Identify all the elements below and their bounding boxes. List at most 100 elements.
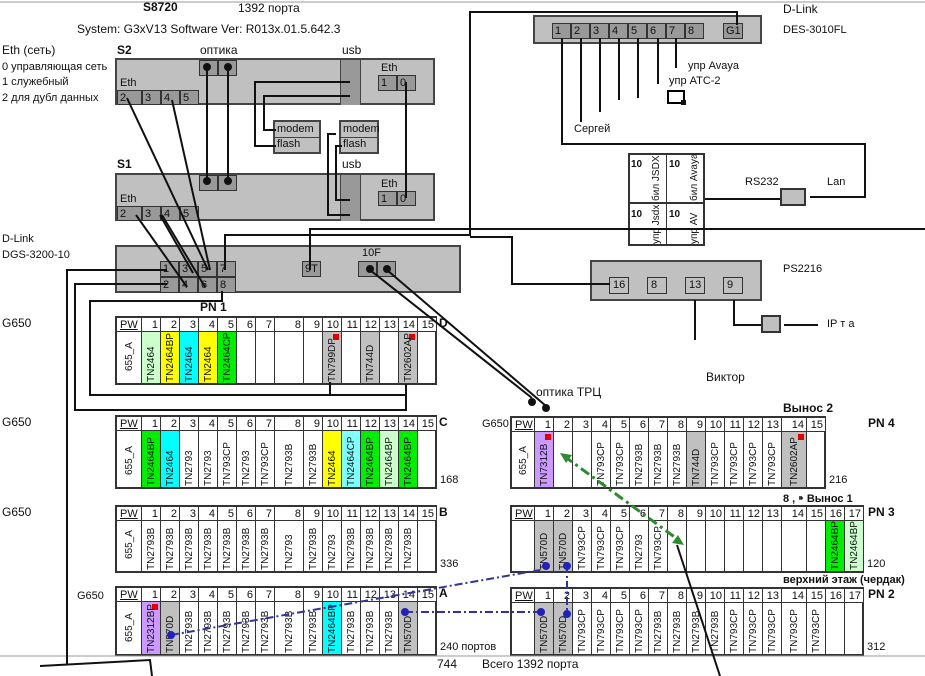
eth-port[interactable]: 1 [378, 75, 397, 91]
card-slot[interactable]: 7 [256, 318, 275, 383]
eth-port[interactable]: 5 [180, 90, 199, 105]
card-slot[interactable]: 14 [782, 507, 807, 571]
des-port[interactable]: 8 [685, 23, 704, 39]
des-port[interactable]: 4 [609, 23, 628, 39]
dgs-port[interactable]: 8 [217, 277, 236, 293]
eth-port[interactable]: 0 [397, 191, 416, 206]
des-port[interactable]: 1 [552, 23, 571, 39]
eth-port[interactable]: 2 [117, 206, 142, 221]
ps-port[interactable]: 13 [685, 277, 705, 294]
des-port[interactable]: 6 [647, 23, 666, 39]
dgs-port[interactable]: 5 [198, 261, 217, 277]
optic-port[interactable] [218, 175, 237, 191]
card-slot[interactable]: 3 [573, 418, 592, 487]
optic-port[interactable] [377, 261, 396, 277]
card-slot[interactable]: 2 [554, 418, 573, 487]
card-slot[interactable]: 6 [237, 318, 256, 383]
card-slot[interactable]: 13 [380, 318, 399, 383]
card-slot[interactable]: 15 [418, 417, 437, 487]
ps-port[interactable]: 8 [647, 277, 667, 294]
eth-port[interactable]: 2 [117, 90, 142, 105]
dgs-port[interactable]: 2 [160, 277, 179, 293]
card-slot[interactable]: 15 [807, 418, 826, 487]
card-slot[interactable]: 15 [418, 588, 437, 654]
des-port[interactable]: 5 [628, 23, 647, 39]
dgs-port[interactable]: 4 [179, 277, 198, 293]
eth-port[interactable]: 3 [142, 206, 161, 221]
eth-port[interactable]: 1 [378, 191, 397, 206]
dgs-port[interactable]: 3 [179, 261, 198, 277]
card-slot[interactable]: 13 [763, 507, 782, 571]
des-port[interactable]: 7 [666, 23, 685, 39]
power-slot[interactable]: PW [512, 589, 535, 654]
dgs-port-9t[interactable]: 9T [302, 261, 321, 277]
optic-port[interactable] [199, 175, 218, 191]
eth-port[interactable]: 3 [142, 90, 161, 105]
des-port[interactable]: 2 [571, 23, 590, 39]
card-slot[interactable]: 17 [845, 589, 864, 654]
dgs-port[interactable]: 6 [198, 277, 217, 293]
eth-port[interactable]: 4 [161, 90, 180, 105]
